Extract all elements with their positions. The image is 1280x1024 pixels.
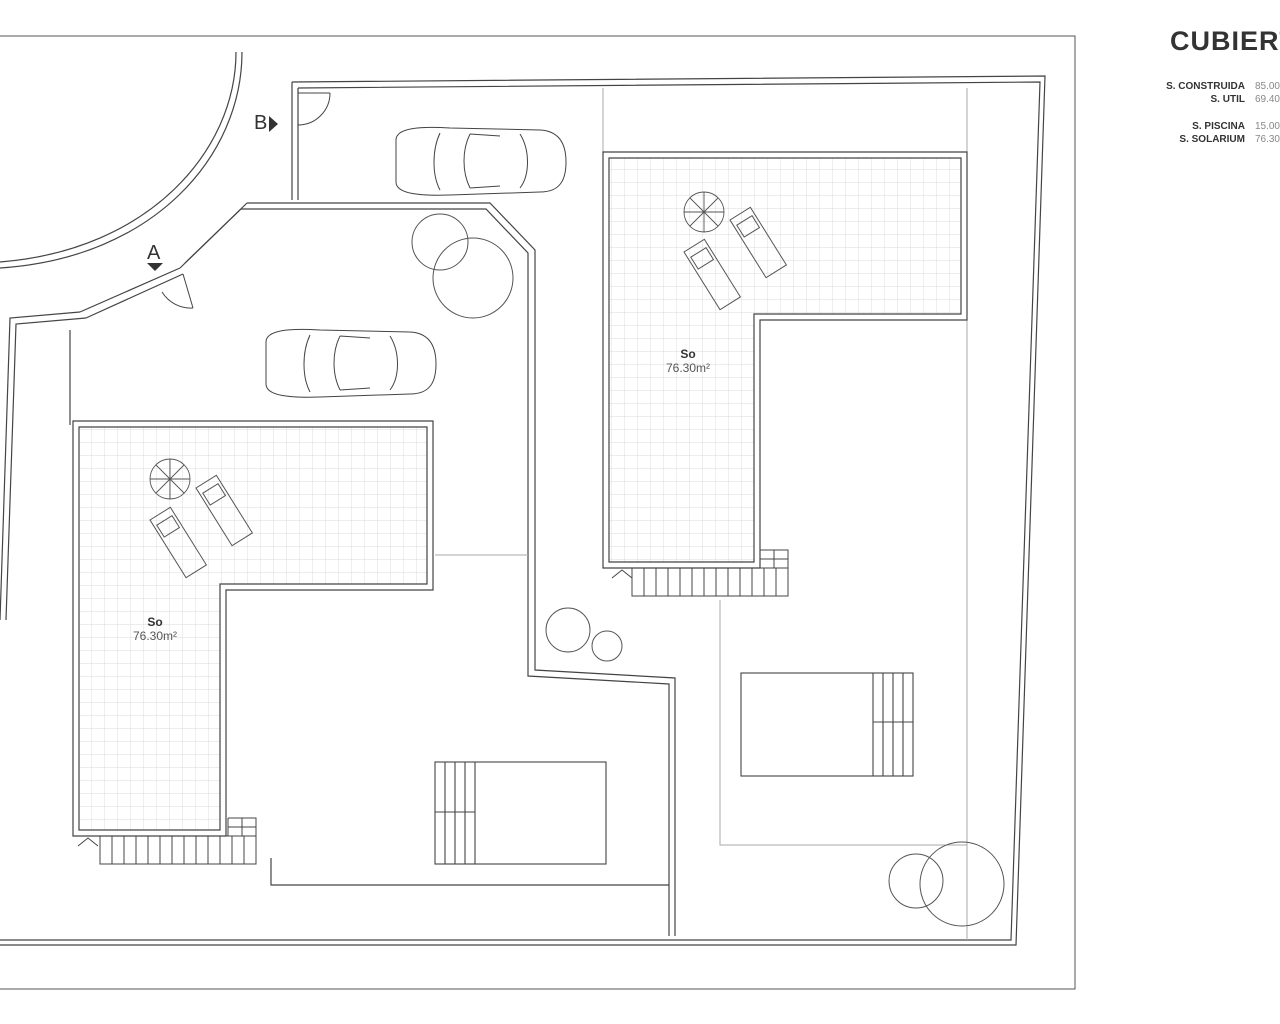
surface-row-solarium: S. SOLARIUM 76.30 [1130,133,1280,146]
house-left-footprint [0,202,676,936]
solarium-left [72,420,434,865]
arrow-down-icon [147,263,163,271]
plot-boundary [0,75,1046,946]
solarium-left-label: So 76.30m² [120,615,190,643]
section-marker-b: B [254,112,279,135]
surface-value: 15.00 [1254,121,1280,132]
room-name: So [147,615,163,629]
marker-a-label: A [147,242,161,264]
umbrella-icon [149,458,191,500]
arrow-right-icon [269,115,279,132]
solarium-right [602,151,968,597]
car-icon [395,126,567,196]
surface-row-util: S. UTIL 69.40 [1130,93,1280,106]
room-area: 76.30m² [132,629,178,643]
section-marker-a: A [147,242,163,271]
surface-value: 85.00 [1254,81,1280,92]
surface-value: 69.40 [1254,94,1280,105]
surface-label: S. SOLARIUM [1179,134,1245,145]
surface-row-piscina: S. PISCINA 15.00 [1130,120,1280,133]
sun-lounger-icon [683,206,788,311]
pool-left [434,761,607,865]
door-b-swing [297,92,331,126]
sheet-border [0,35,1076,990]
surface-label: S. UTIL [1210,94,1245,105]
room-area: 76.30m² [665,361,711,375]
marker-b-label: B [254,112,268,134]
surface-label: S. CONSTRUIDA [1166,81,1245,92]
sheet-title: CUBIERT [1170,26,1280,56]
solarium-right-label: So 76.30m² [653,347,723,375]
umbrella-icon [683,191,725,233]
surface-value: 76.30 [1254,134,1280,145]
sun-lounger-icon [149,474,254,579]
tree-icon [411,213,1005,927]
surface-row-construida: S. CONSTRUIDA 85.00 [1130,80,1280,93]
door-a-swing [161,273,194,309]
car-icon [265,328,437,398]
pool-right [740,672,914,777]
room-name: So [680,347,696,361]
surface-label: S. PISCINA [1192,121,1245,132]
street-curve [0,51,243,269]
surfaces-table: S. CONSTRUIDA 85.00 S. UTIL 69.40 S. PIS… [1130,80,1280,146]
